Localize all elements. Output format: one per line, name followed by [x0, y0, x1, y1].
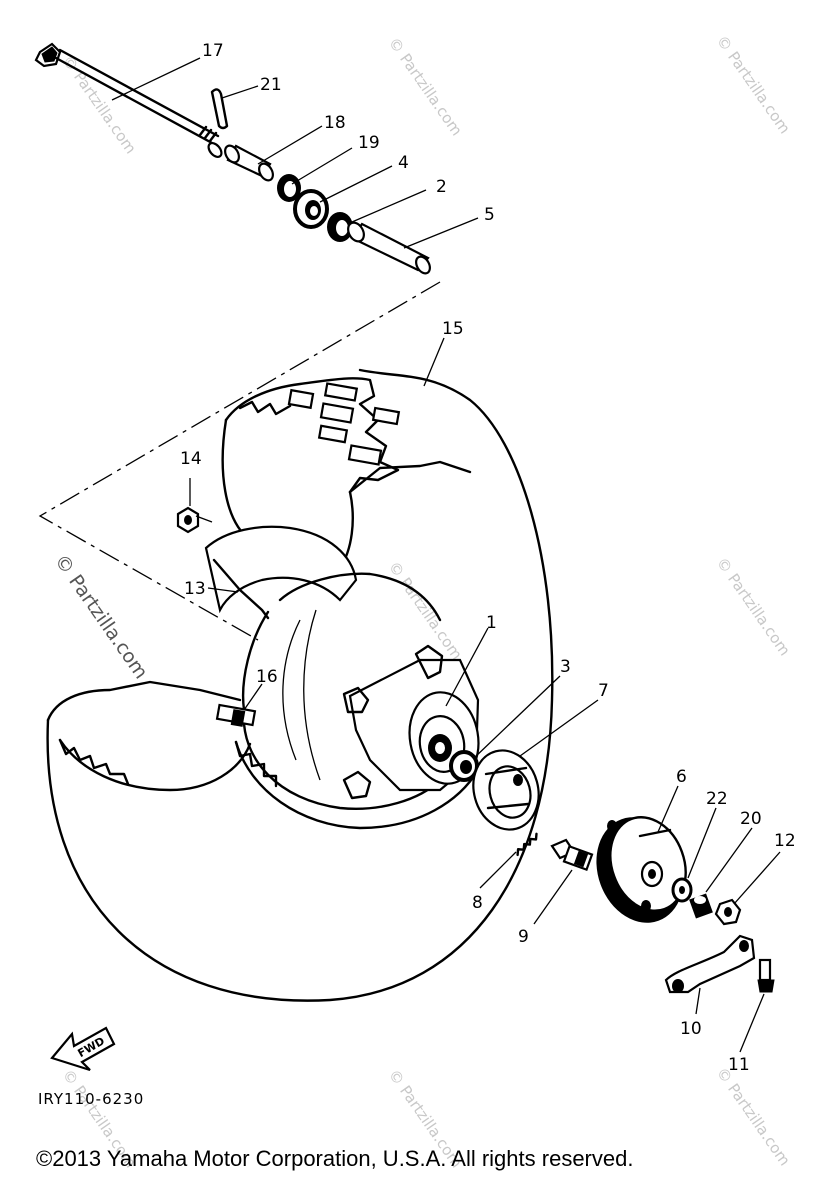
callout-2: 2: [436, 177, 447, 197]
collar: [224, 144, 274, 182]
arm-bolt: [757, 958, 775, 993]
watermark: © Partzilla.com: [59, 52, 140, 157]
callout-13: 13: [184, 579, 206, 599]
bushing: [689, 893, 713, 919]
brake-arm: [664, 934, 756, 994]
callout-22: 22: [706, 789, 728, 809]
washer: [671, 877, 693, 903]
callout-14: 14: [180, 449, 202, 469]
cotter-pin: [210, 88, 229, 130]
valve-nut: [176, 506, 200, 534]
callout-15: 15: [442, 319, 464, 339]
bearing-small: [327, 212, 353, 242]
callout-21: 21: [260, 75, 282, 95]
bearing: [293, 189, 329, 229]
oil-seal: [277, 174, 301, 202]
callout-3: 3: [560, 657, 571, 677]
brake-shoe: [472, 749, 540, 831]
callout-8: 8: [472, 893, 483, 913]
diagram-code: IRY110-6230: [38, 1090, 144, 1108]
tire-valve: [215, 703, 257, 727]
hub-oil-seal: [449, 750, 479, 782]
callout-7: 7: [598, 681, 609, 701]
watermark: © Partzilla.com: [385, 34, 466, 139]
callout-4: 4: [398, 153, 409, 173]
watermark: © Partzilla.com: [713, 554, 794, 659]
callout-10: 10: [680, 1019, 702, 1039]
brake-spring: [516, 832, 538, 857]
brake-plate: [596, 816, 687, 923]
callout-12: 12: [774, 831, 796, 851]
callout-20: 20: [740, 809, 762, 829]
watermark: © Partzilla.com: [713, 32, 794, 137]
copyright-notice: ©2013 Yamaha Motor Corporation, U.S.A. A…: [36, 1146, 634, 1171]
fwd-arrow-icon: FWD: [50, 1026, 116, 1072]
callout-17: 17: [202, 41, 224, 61]
callout-9: 9: [518, 927, 529, 947]
spacer: [347, 221, 431, 275]
callout-1: 1: [486, 613, 497, 633]
callout-6: 6: [676, 767, 687, 787]
hex-nut: [714, 898, 742, 926]
watermark-dark: © Partzilla.com: [50, 550, 152, 683]
callout-18: 18: [324, 113, 346, 133]
axle-assembly: [34, 42, 441, 641]
callout-5: 5: [484, 205, 495, 225]
callouts: 17 21 18 19 4 2 5 15 14 13 16 1 3 7 6 22…: [180, 41, 796, 1075]
leader-lines: [111, 57, 781, 1053]
brake-hub: [342, 644, 480, 800]
callout-11: 11: [728, 1055, 750, 1075]
callout-16: 16: [256, 667, 278, 687]
axle-shaft: [34, 42, 223, 159]
wheel-tire: [46, 368, 554, 1002]
brake-camshaft: [550, 838, 594, 872]
watermarks: © Partzilla.com © Partzilla.com © Partzi…: [50, 32, 794, 1171]
callout-19: 19: [358, 133, 380, 153]
